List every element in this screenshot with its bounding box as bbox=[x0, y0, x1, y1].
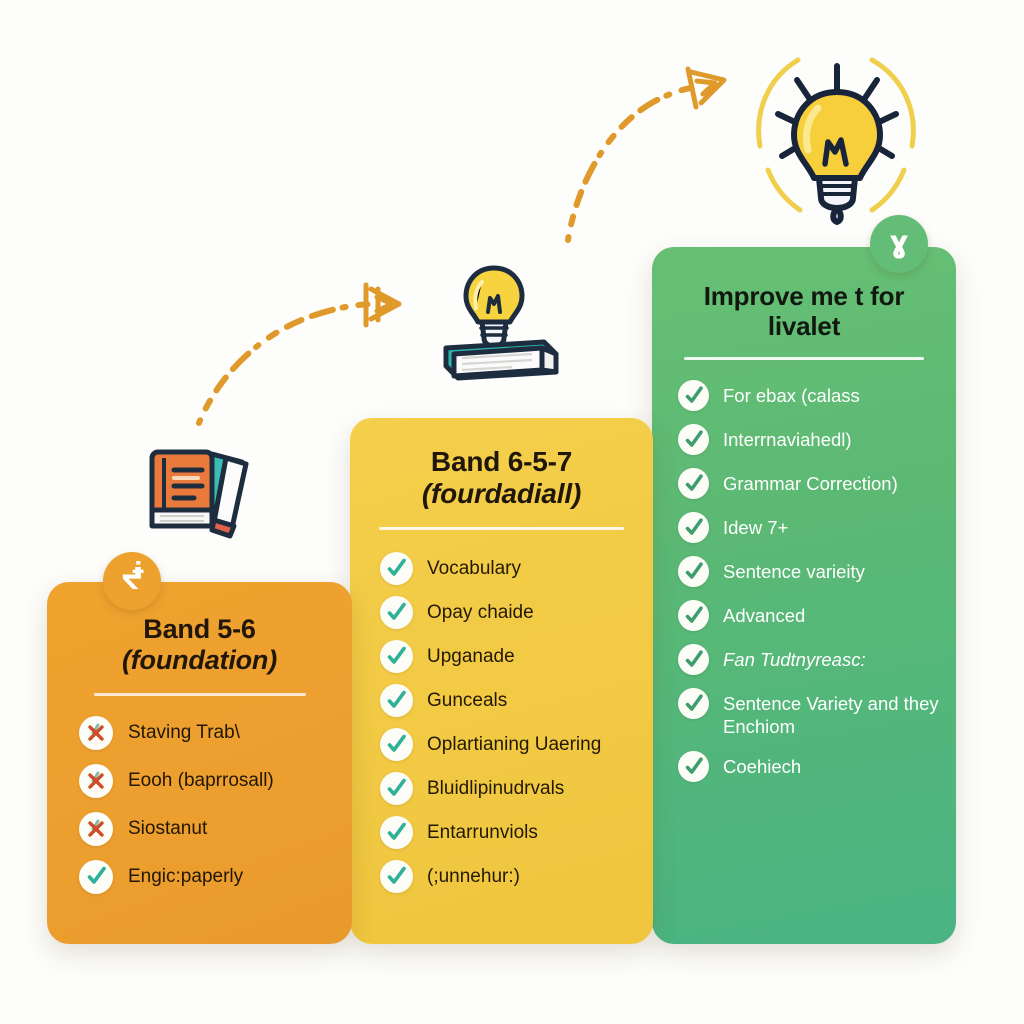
list-item[interactable]: Fan Tudtnyreasc: bbox=[678, 644, 956, 676]
card-title-line2: (foundation) bbox=[121, 645, 278, 676]
cross-icon bbox=[79, 715, 113, 750]
list-item-label: Grammar Correction) bbox=[723, 473, 898, 495]
list-item-label: Siostanut bbox=[128, 817, 208, 839]
list-item-label: Upganade bbox=[427, 645, 515, 667]
list-item[interactable]: Entarrunviols bbox=[380, 815, 653, 849]
list-item-label: Gunceals bbox=[427, 689, 508, 711]
list-item[interactable]: Gunceals bbox=[380, 683, 653, 717]
list-item-label: Staving Trab\ bbox=[128, 721, 240, 743]
check-icon bbox=[678, 644, 709, 676]
check-icon bbox=[380, 639, 413, 673]
badge-glyph: ᖫ bbox=[120, 562, 144, 597]
list-item-label: Interrnaviahedl) bbox=[723, 429, 852, 451]
list-item-label: Coehiech bbox=[723, 756, 802, 778]
feature-list-improve-level: For ebax (calass Interrnaviahedl) Gramma… bbox=[678, 380, 956, 783]
check-icon bbox=[678, 600, 709, 632]
stacked-books-icon bbox=[149, 449, 249, 539]
list-item[interactable]: Staving Trab\ bbox=[79, 715, 352, 750]
list-item[interactable]: Interrnaviahedl) bbox=[678, 424, 956, 456]
list-item-label: Oplartianing Uaering bbox=[427, 733, 602, 755]
list-item[interactable]: Engic:paperly bbox=[79, 859, 352, 894]
card-badge-green: ɣ bbox=[870, 215, 928, 273]
cross-icon bbox=[79, 763, 113, 798]
card-improve-level[interactable]: ɣ Improve me t for livalet For ebax (cal… bbox=[652, 215, 956, 944]
list-item-label: Vocabulary bbox=[427, 557, 522, 579]
badge-glyph: ɣ bbox=[889, 225, 909, 260]
list-item[interactable]: Sentence Variety and they Enchiom bbox=[678, 688, 956, 738]
list-item[interactable]: For ebax (calass bbox=[678, 380, 956, 412]
list-item-label: Entarrunviols bbox=[427, 821, 538, 843]
check-icon bbox=[79, 859, 113, 894]
check-icon bbox=[678, 424, 709, 456]
list-item-label: Sentence varieity bbox=[723, 561, 865, 583]
list-item-label: Fan Tudtnyreasc: bbox=[723, 649, 866, 671]
check-icon bbox=[678, 556, 709, 588]
check-icon bbox=[380, 815, 413, 849]
list-item[interactable]: Eooh (baprrosall) bbox=[79, 763, 352, 798]
list-item[interactable]: Grammar Correction) bbox=[678, 468, 956, 500]
card-band-6-5-7[interactable]: Band 6-5-7 (fourdadiall) Vocabulary bbox=[350, 418, 653, 944]
check-icon bbox=[678, 751, 709, 783]
check-icon bbox=[380, 595, 413, 629]
list-item-label: (;unnehur:) bbox=[427, 865, 520, 887]
check-icon bbox=[380, 727, 413, 761]
cross-icon bbox=[79, 811, 113, 846]
glowing-lightbulb-icon bbox=[756, 57, 916, 225]
list-item-label: For ebax (calass bbox=[723, 385, 860, 407]
card-title-band-5-6: Band 5-6 (foundation) bbox=[47, 614, 352, 677]
book-with-lightbulb-icon bbox=[443, 265, 559, 381]
card-title-line1: Band 6-5-7 bbox=[430, 446, 573, 477]
list-item-label: Sentence Variety and they Enchiom bbox=[723, 693, 939, 737]
card-badge-orange: ᖫ bbox=[103, 552, 161, 610]
list-item-label: Engic:paperly bbox=[128, 865, 244, 887]
check-icon bbox=[380, 771, 413, 805]
title-divider bbox=[684, 357, 924, 361]
list-item[interactable]: Coehiech bbox=[678, 751, 956, 783]
check-icon bbox=[380, 683, 413, 717]
title-divider bbox=[93, 692, 306, 696]
check-icon bbox=[678, 688, 709, 720]
card-title-line1: Improve me t for bbox=[703, 281, 905, 311]
card-title-line1: Band 5-6 bbox=[143, 614, 256, 644]
check-icon bbox=[678, 468, 709, 500]
feature-list-band-6-5-7: Vocabulary Opay chaide Upganade bbox=[380, 551, 653, 893]
list-item-label: Bluidlipinudrvals bbox=[427, 777, 565, 799]
check-icon bbox=[380, 551, 413, 585]
list-item[interactable]: Siostanut bbox=[79, 811, 352, 846]
list-item[interactable]: Advanced bbox=[678, 600, 956, 632]
list-item-label: Eooh (baprrosall) bbox=[128, 769, 274, 791]
list-item[interactable]: Sentence varieity bbox=[678, 556, 956, 588]
list-item[interactable]: (;unnehur:) bbox=[380, 859, 653, 893]
dashed-curved-arrow-2 bbox=[565, 66, 727, 243]
list-item[interactable]: Vocabulary bbox=[380, 551, 653, 585]
card-band-5-6[interactable]: ᖫ Band 5-6 (foundation) Staving Trab\ bbox=[47, 552, 352, 944]
feature-list-band-5-6: Staving Trab\ Eooh (baprrosall) bbox=[79, 715, 352, 894]
card-title-improve-level: Improve me t for livalet bbox=[652, 281, 956, 341]
title-divider bbox=[379, 526, 624, 530]
card-title-band-6-5-7: Band 6-5-7 (fourdadiall) bbox=[350, 446, 653, 511]
list-item[interactable]: Bluidlipinudrvals bbox=[380, 771, 653, 805]
check-icon bbox=[678, 512, 709, 544]
card-title-line2: livalet bbox=[767, 311, 841, 342]
list-item[interactable]: Upganade bbox=[380, 639, 653, 673]
list-item[interactable]: Opay chaide bbox=[380, 595, 653, 629]
dashed-curved-arrow-1 bbox=[196, 282, 402, 426]
check-icon bbox=[678, 380, 709, 412]
check-icon bbox=[380, 859, 413, 893]
list-item[interactable]: Idew 7+ bbox=[678, 512, 956, 544]
list-item-label: Idew 7+ bbox=[723, 517, 789, 539]
list-item-label: Advanced bbox=[723, 605, 806, 627]
list-item-label: Opay chaide bbox=[427, 601, 534, 623]
list-item[interactable]: Oplartianing Uaering bbox=[380, 727, 653, 761]
card-title-line2: (fourdadiall) bbox=[421, 478, 582, 510]
